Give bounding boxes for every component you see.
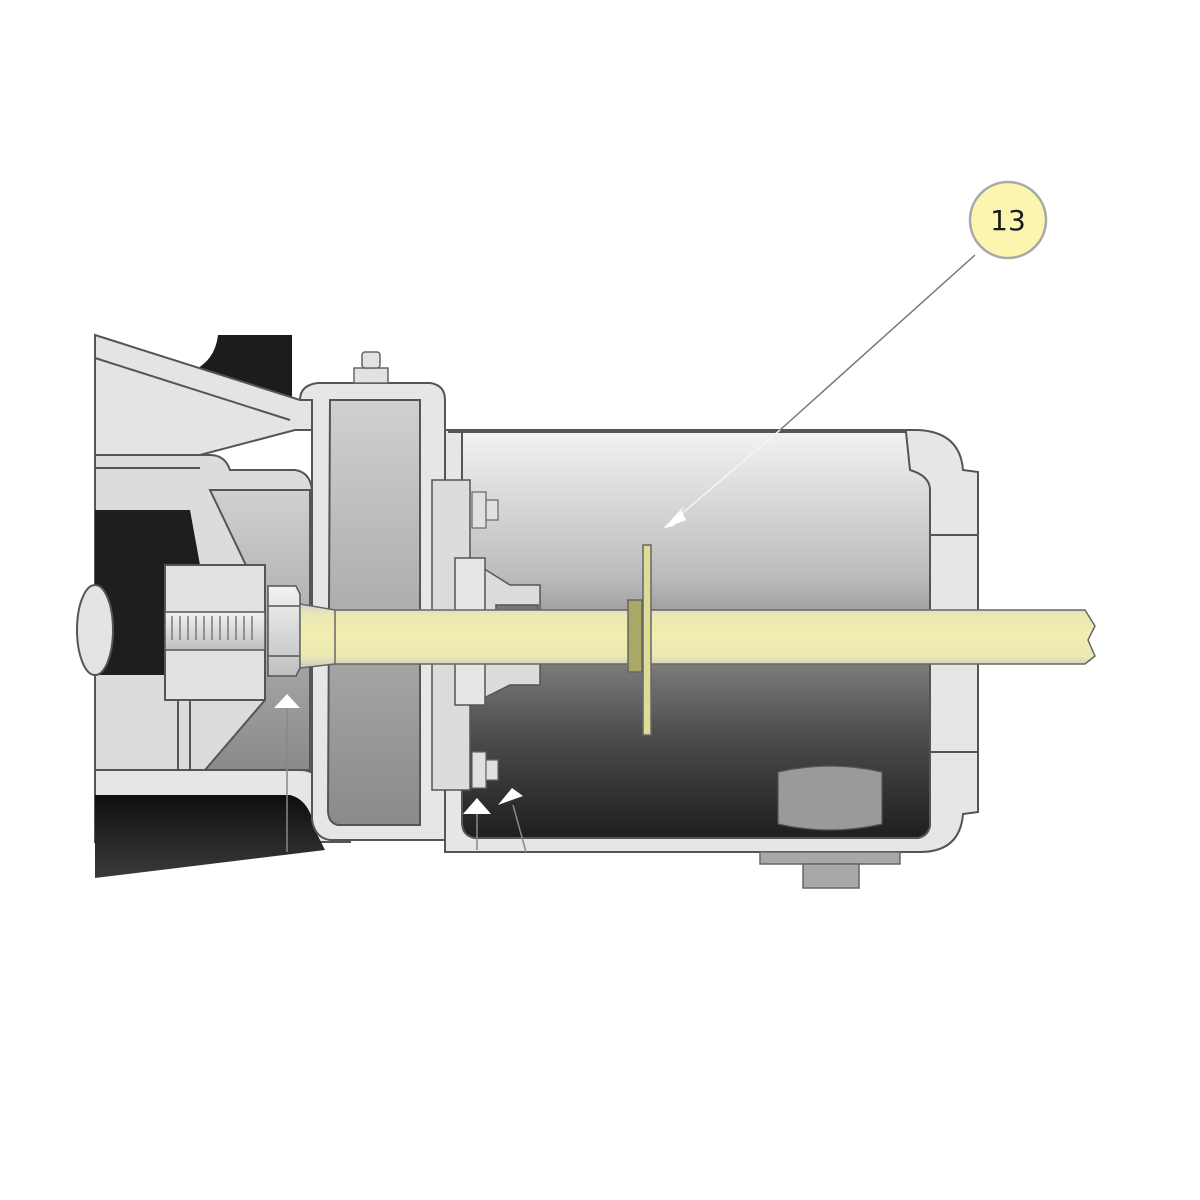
arrow-up-icon bbox=[274, 694, 300, 708]
housing-left-section bbox=[76, 333, 352, 878]
arrow-nut bbox=[274, 694, 300, 852]
arrow-fastener-b bbox=[498, 788, 527, 853]
hex-nut bbox=[267, 585, 301, 677]
shaft bbox=[299, 603, 1096, 669]
leader-line-13 bbox=[663, 254, 976, 529]
lower-fastener bbox=[471, 751, 499, 789]
arrow-fastener-a bbox=[463, 798, 491, 850]
callout-13: 13 bbox=[968, 180, 1048, 260]
arrowhead-slinger-icon bbox=[664, 506, 684, 528]
top-bolt bbox=[353, 351, 389, 384]
threaded-bolt bbox=[164, 611, 266, 651]
oil-drain-plug bbox=[777, 765, 883, 831]
upper-fastener bbox=[471, 491, 499, 529]
arrow-up-icon bbox=[463, 798, 491, 814]
bottom-mount-plate bbox=[759, 851, 901, 889]
oil-slinger-disc bbox=[627, 544, 652, 736]
arrow-diagonal-icon bbox=[498, 788, 523, 805]
callout-label: 13 bbox=[990, 204, 1026, 237]
